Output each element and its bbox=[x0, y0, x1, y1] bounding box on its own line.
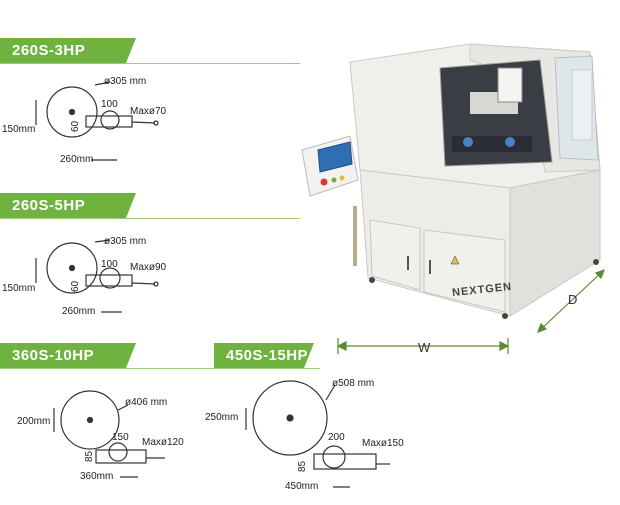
cutoff-disc bbox=[46, 242, 98, 294]
clamp-width-label: 200 bbox=[328, 432, 345, 443]
width-label: 450mm bbox=[285, 481, 319, 492]
height-label: 150mm bbox=[2, 124, 36, 135]
width-label: 360mm bbox=[80, 471, 114, 482]
workpiece bbox=[108, 442, 128, 462]
model-tag-260s-5hp: 260S-5HP bbox=[0, 193, 136, 218]
height-label: 150mm bbox=[2, 283, 36, 294]
max-diameter-label: Maxø150 bbox=[362, 438, 404, 449]
clamp-width-label: 150 bbox=[112, 432, 129, 443]
tag-underline bbox=[0, 368, 320, 369]
workpiece bbox=[100, 110, 120, 130]
max-diameter-label: Maxø120 bbox=[142, 437, 184, 448]
model-tag-260s-3hp: 260S-3HP bbox=[0, 38, 136, 63]
tag-underline bbox=[0, 218, 300, 219]
disc-diameter-label: ø305 mm bbox=[104, 236, 147, 247]
model-tag-450s-15hp: 450S-15HP bbox=[214, 343, 314, 368]
height-label: 200mm bbox=[17, 416, 51, 427]
height-label: 250mm bbox=[205, 412, 239, 423]
clamp-width-label: 100 bbox=[101, 259, 118, 270]
tag-underline bbox=[0, 63, 300, 64]
disc-diameter-label: ø508 mm bbox=[332, 378, 375, 389]
clamp-width-label: 100 bbox=[101, 99, 118, 110]
width-label: 260mm bbox=[62, 306, 96, 317]
disc-diameter-label: ø406 mm bbox=[125, 397, 168, 408]
cutoff-disc bbox=[46, 86, 98, 138]
cutoff-disc bbox=[60, 390, 120, 450]
disc-diameter-label: ø305 mm bbox=[104, 76, 147, 87]
width-dimension-label: W bbox=[418, 340, 431, 355]
workpiece bbox=[322, 445, 346, 469]
max-diameter-label: Maxø70 bbox=[130, 106, 167, 117]
depth-dimension-label: D bbox=[568, 292, 578, 307]
max-diameter-label: Maxø90 bbox=[130, 262, 167, 273]
width-label: 260mm bbox=[60, 154, 94, 165]
cutoff-disc bbox=[252, 380, 328, 456]
model-tag-360s-10hp: 360S-10HP bbox=[0, 343, 136, 368]
workpiece bbox=[99, 267, 121, 289]
